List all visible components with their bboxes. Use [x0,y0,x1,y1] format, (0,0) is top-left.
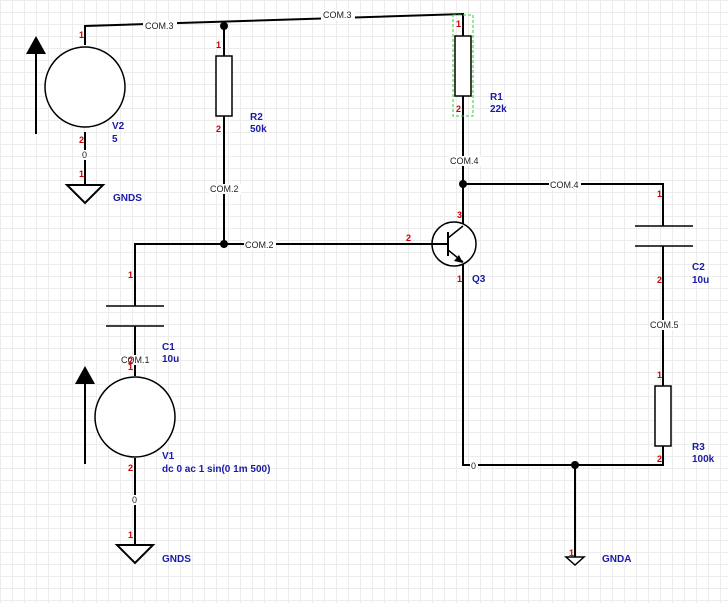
c1-pin-2: 2 [128,356,133,366]
gnds-top-label: GNDS [113,193,142,204]
q3-pin-emitter: 1 [457,274,462,284]
r2-ref-label: R2 [250,112,263,123]
r2-pin-2: 2 [216,124,221,134]
r1-pin-2: 2 [456,104,461,114]
transistor-q3[interactable] [430,221,477,267]
v2-pin-1: 1 [79,30,84,40]
junction-dot [571,461,579,469]
v1-value-label: dc 0 ac 1 sin(0 1m 500) [162,464,270,475]
v2-value-label: 5 [112,134,118,145]
q3-emitter-arrow-icon [454,255,463,263]
gnds-bottom-icon[interactable] [114,544,156,565]
wire-com2-horizontal[interactable] [134,243,430,298]
q3-collector-lead [447,225,464,239]
net-label-bg [449,156,481,166]
resistor-r2[interactable] [215,55,233,117]
v2-arrowhead-icon [26,36,46,54]
gnds-bottom-pin: 1 [128,530,133,540]
resistor-r3[interactable] [654,385,672,447]
gnds-bottom-label: GNDS [162,554,191,565]
v2-circle [44,46,126,128]
net-label-com1: COM.1 [121,355,150,365]
c1-pin-1: 1 [128,270,133,280]
net-label-com3-top: COM.3 [323,10,352,20]
net-label-bg [131,495,139,505]
junction-dot [459,180,467,188]
voltage-source-v2[interactable] [26,36,126,134]
junction-dot [220,240,228,248]
net-label-bg [209,184,241,194]
capacitor-c2[interactable] [635,225,693,247]
q3-pin-collector: 3 [457,210,462,220]
r3-ref-label: R3 [692,442,705,453]
v1-ref-label: V1 [162,451,175,462]
c2-pin-1: 1 [657,189,662,199]
v1-pin-1: 1 [128,362,133,372]
pin-numbers: 1 2 1 1 2 1 2 3 2 1 1 2 1 2 1 2 1 2 1 1 [79,19,662,558]
net-label-bg [321,10,355,20]
net-label-com5: COM.5 [650,320,679,330]
gnda-label: GNDA [602,554,631,565]
q3-pin-base: 2 [406,233,411,243]
junctions [220,22,579,469]
gnda-pin: 1 [569,548,574,558]
net-label-zero-v1: 0 [132,495,137,505]
r1-pin-1: 1 [456,19,461,29]
voltage-source-v1[interactable] [75,366,176,464]
v1-arrowhead-icon [75,366,95,384]
c2-value-label: 10u [692,275,709,286]
v1-circle [94,376,176,458]
net-label-bg [244,240,276,250]
net-label-com2-horizontal: COM.2 [245,240,274,250]
c2-ref-label: C2 [692,262,705,273]
r2-value-label: 50k [250,124,267,135]
gnds-top-pin: 1 [79,169,84,179]
wire-com4-horizontal[interactable] [463,183,664,226]
net-label-bg [649,320,681,330]
net-label-zero-v2: 0 [82,150,87,160]
net-label-com4-vertical: COM.4 [450,156,479,166]
component-labels: V2 5 GNDS R2 50k R1 22k Q3 C2 10u R3 100… [112,92,715,565]
r2-pin-1: 1 [216,40,221,50]
net-label-com2-vertical: COM.2 [210,184,239,194]
r3-value-label: 100k [692,454,715,465]
resistor-r1[interactable] [452,14,474,117]
v2-ref-label: V2 [112,121,125,132]
net-label-com3-left: COM.3 [145,21,174,31]
q3-ref-label: Q3 [472,274,486,285]
wires [84,12,664,557]
net-label-zero-q3: 0 [471,461,476,471]
net-label-bg [470,461,478,471]
v1-pin-2: 2 [128,463,133,473]
gnda-icon[interactable] [564,556,586,567]
c1-ref-label: C1 [162,342,175,353]
wire-ground-bus[interactable] [462,264,664,466]
r1-ref-label: R1 [490,92,503,103]
c1-value-label: 10u [162,354,179,365]
r1-body [454,35,472,97]
net-label-bg [143,21,177,31]
gnds-top-icon[interactable] [64,184,106,205]
net-labels: COM.3 COM.3 COM.2 COM.2 COM.4 COM.4 COM.… [81,10,681,505]
junction-dot [220,22,228,30]
c2-pin-2: 2 [657,275,662,285]
v2-pin-2: 2 [79,135,84,145]
r3-pin-1: 1 [657,370,662,380]
capacitor-c1[interactable] [106,298,164,327]
net-label-bg [120,355,152,365]
r1-value-label: 22k [490,104,507,115]
wire-com3[interactable] [84,12,464,45]
r1-selection-box [452,14,474,117]
net-label-bg [81,150,89,160]
r3-pin-2: 2 [657,454,662,464]
net-label-com4-horizontal: COM.4 [550,180,579,190]
net-label-bg [549,180,581,190]
